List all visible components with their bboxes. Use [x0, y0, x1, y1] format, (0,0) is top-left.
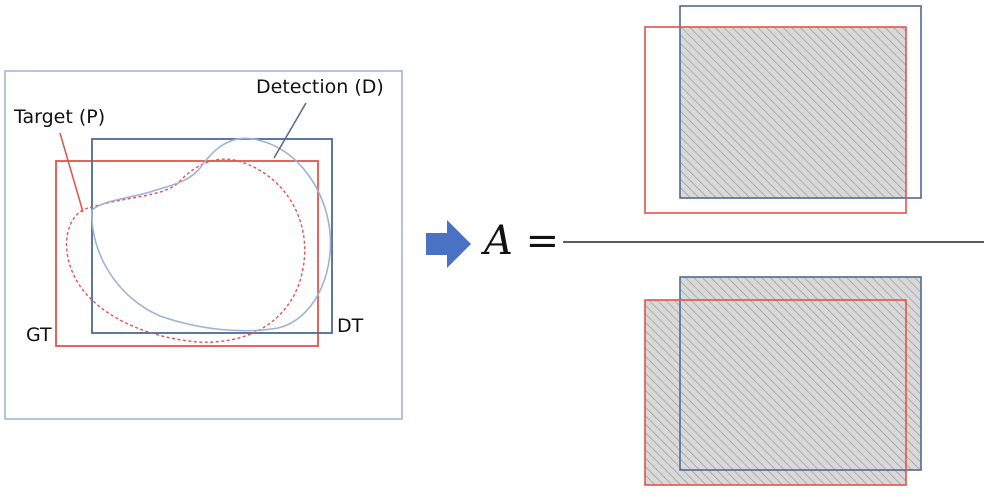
- detection-leader-line: [273, 102, 307, 159]
- detection-contour: [91, 137, 332, 332]
- equation-operator: =: [525, 218, 560, 264]
- denominator-ground-truth-box: [644, 299, 907, 486]
- denominator-detection-box: [679, 276, 922, 471]
- target-contour: [65, 158, 306, 343]
- detection-label: Detection (D): [256, 76, 384, 98]
- equation-variable: A: [484, 218, 513, 264]
- numerator-detection-box: [679, 5, 922, 199]
- numerator-intersection: [644, 5, 922, 214]
- equation-lhs: A =: [484, 221, 559, 261]
- numerator-ground-truth-box: [644, 26, 907, 214]
- detection-box: [91, 138, 333, 334]
- ground-truth-box: [55, 160, 319, 347]
- union-hatch: [645, 277, 921, 485]
- target-leader-line: [59, 132, 84, 213]
- denominator-union: [644, 276, 922, 486]
- ground-truth-label: GT: [26, 324, 52, 346]
- intersection-hatch: [680, 27, 906, 198]
- outer-frame: [4, 70, 403, 420]
- target-label: Target (P): [14, 106, 106, 128]
- right-arrow-icon: [426, 220, 471, 268]
- left-panel: [4, 70, 403, 420]
- detection-box-label: DT: [337, 315, 364, 337]
